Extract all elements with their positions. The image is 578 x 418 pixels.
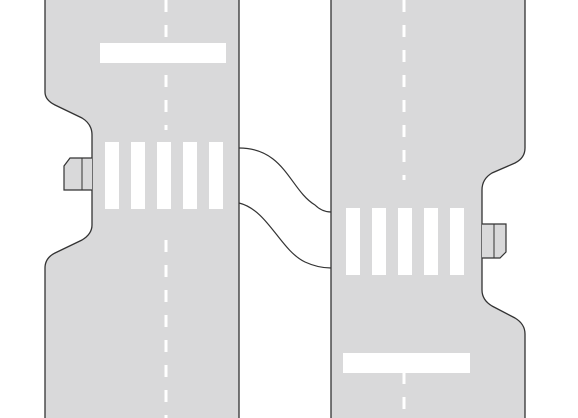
zebra-stripe xyxy=(346,208,360,275)
connecting-walkway xyxy=(238,147,332,269)
left-curb-stub xyxy=(63,157,92,191)
zebra-stripe xyxy=(398,208,412,275)
left-zebra-crossing xyxy=(105,142,223,209)
zebra-stripe xyxy=(450,208,464,275)
zebra-stripe xyxy=(183,142,197,209)
zebra-stripe xyxy=(105,142,119,209)
zebra-stripe xyxy=(131,142,145,209)
left-road xyxy=(44,0,240,418)
left-road-stop-line xyxy=(100,43,226,63)
zebra-stripe xyxy=(157,142,171,209)
zebra-stripe xyxy=(209,142,223,209)
walkway-upper-edge xyxy=(238,147,332,213)
walkway-lower-edge xyxy=(238,202,332,269)
zebra-stripe xyxy=(372,208,386,275)
zebra-stripe xyxy=(424,208,438,275)
right-zebra-crossing xyxy=(346,208,464,275)
right-road-stop-line xyxy=(343,353,470,373)
right-road xyxy=(330,0,526,418)
